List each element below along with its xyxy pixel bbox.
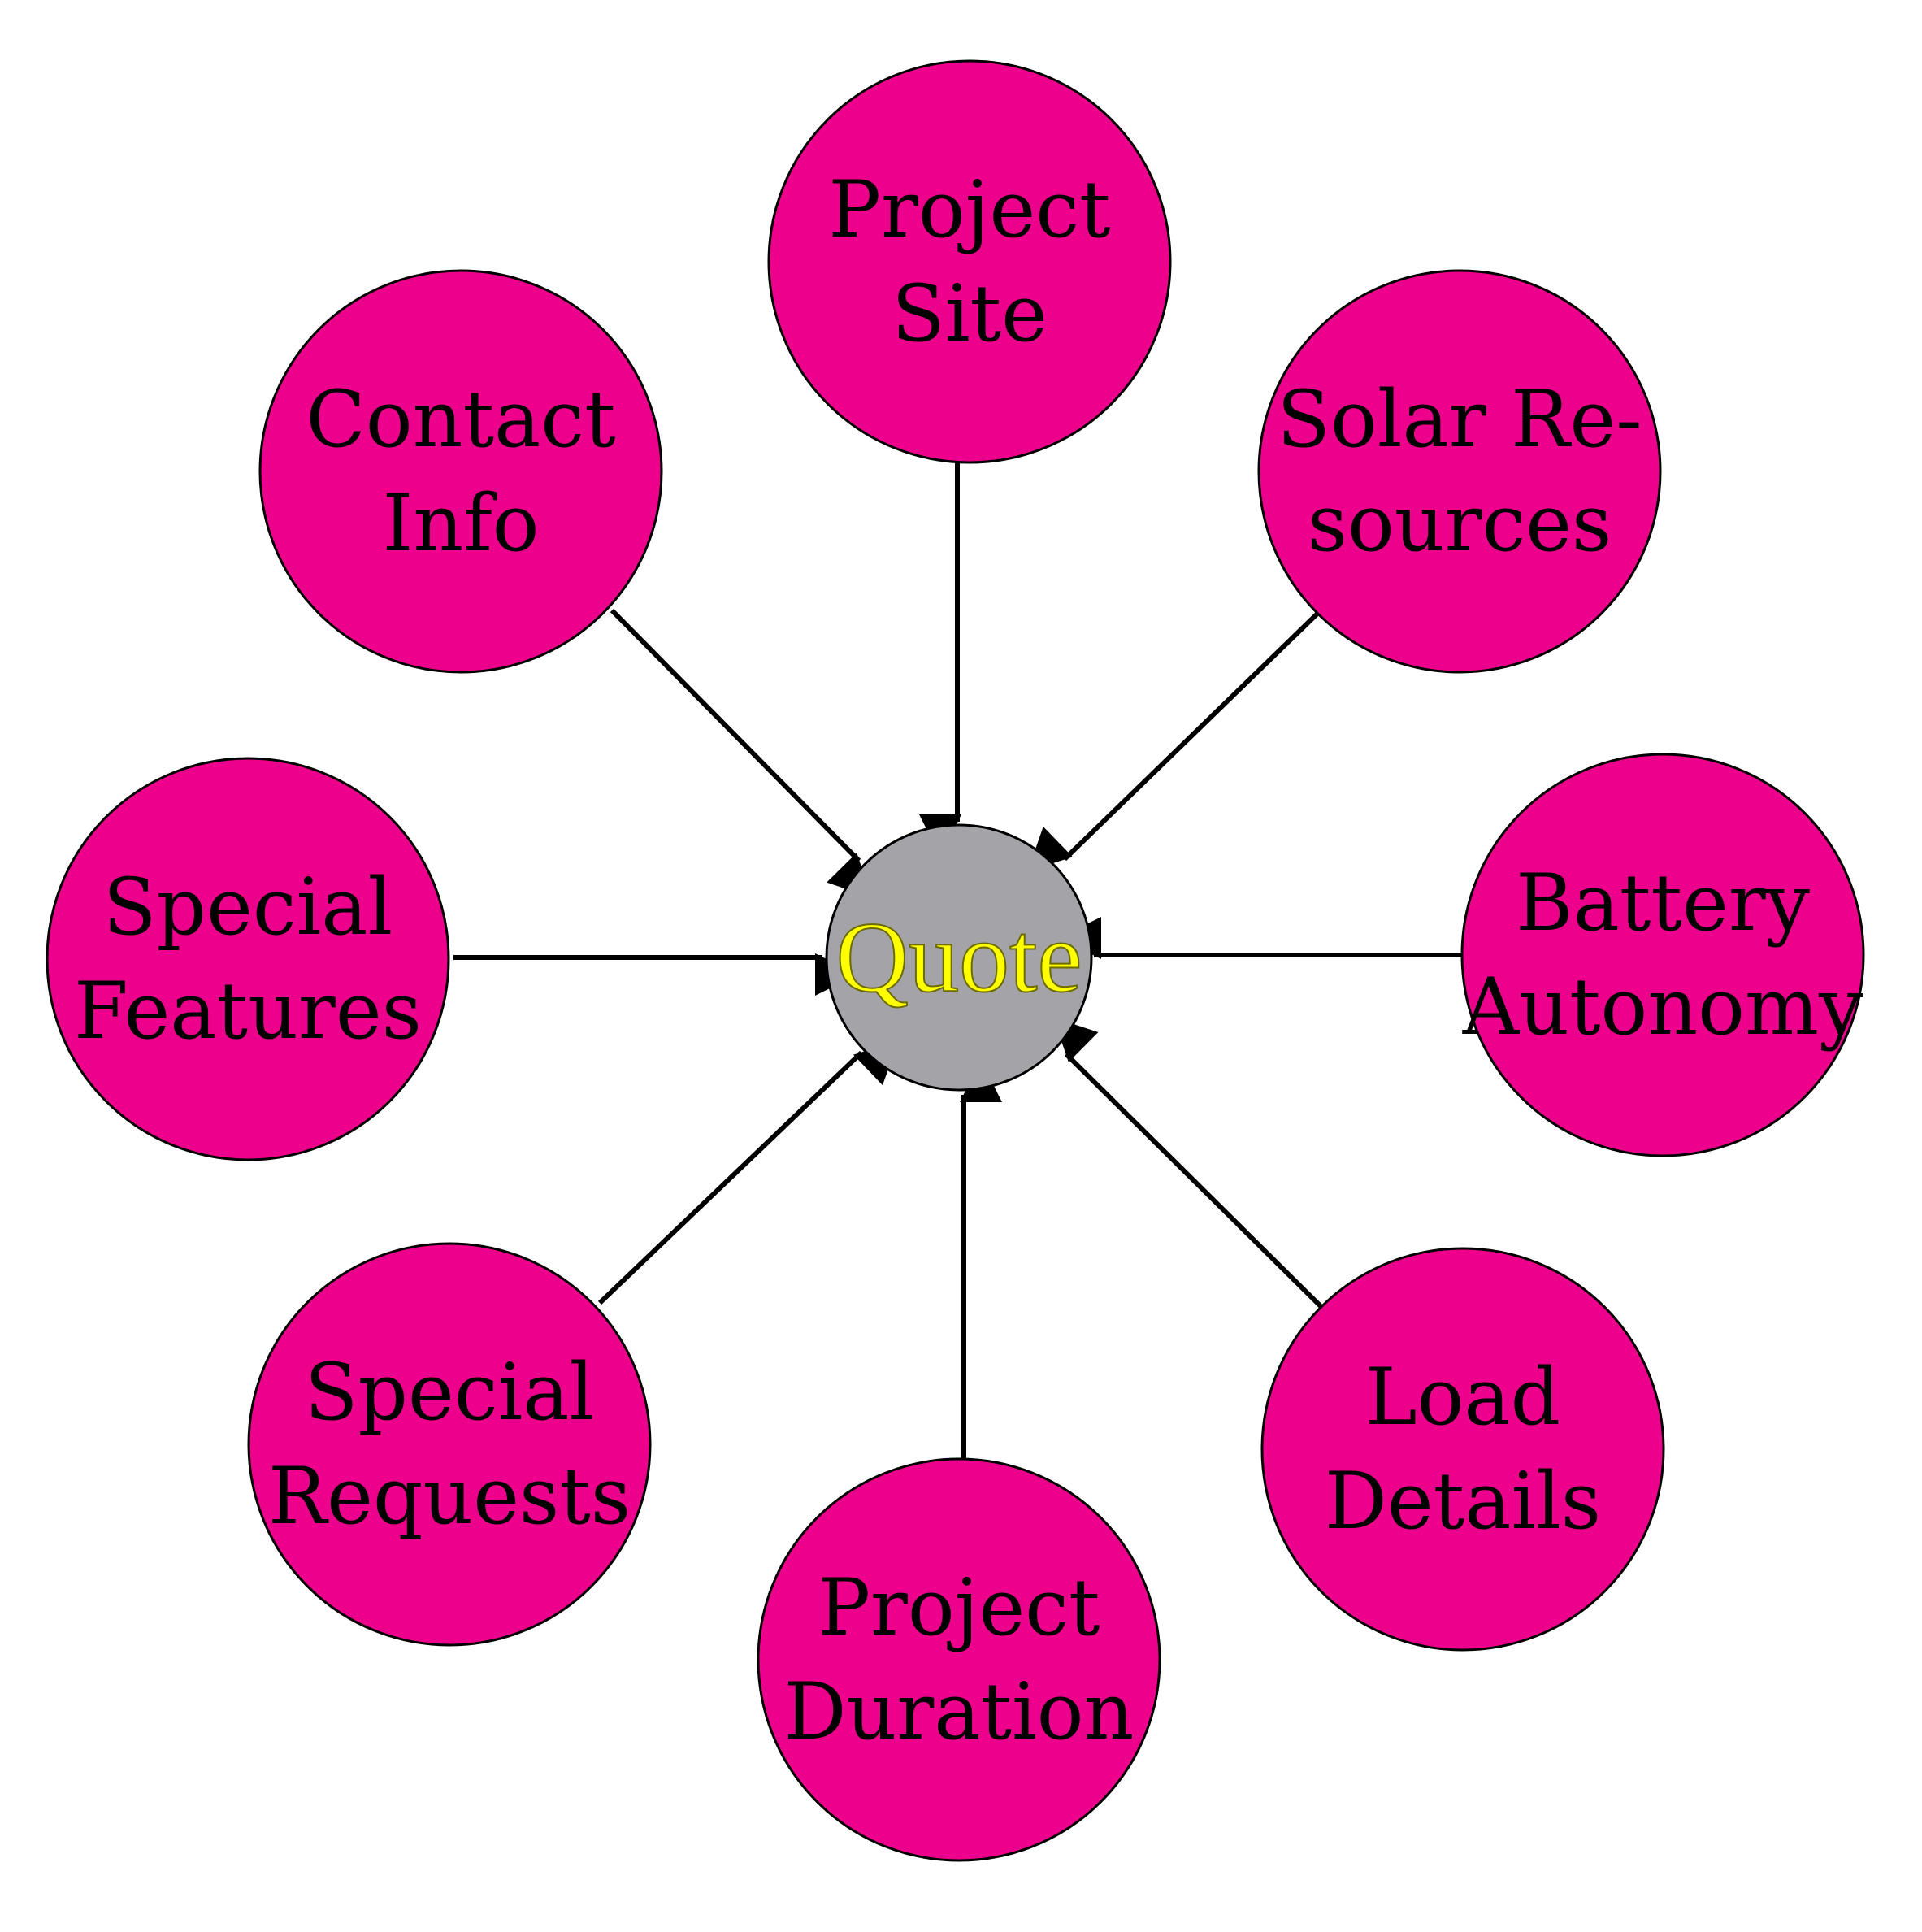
center-label: Quote [835,902,1082,1014]
node-label-battery-autonomy-line-2: Autonomy [1462,962,1863,1053]
node-circle-load-details [1260,1247,1665,1652]
node-label-load-details-line-1: Load [1365,1352,1560,1443]
node-circle-special-features [46,757,450,1161]
node-label-special-features-line-1: Special [103,862,393,953]
center-node: Quote [825,823,1093,1092]
node-label-special-requests-line-1: Special [305,1347,594,1438]
node-label-contact-info-line-1: Contact [306,374,615,465]
node-label-project-site-line-1: Project [828,164,1110,255]
node-label-solar-resources-line-2: sources [1308,478,1612,569]
connectors [453,461,1463,1459]
arrow-special-requests-to-quote [597,1040,899,1305]
node-circle-contact-info [258,269,663,674]
arrow-solar-resources-to-quote [1027,611,1320,871]
node-label-special-requests-line-2: Requests [268,1451,631,1542]
node-circle-solar-resources [1257,269,1662,674]
node-label-project-duration-line-2: Duration [784,1666,1135,1757]
node-label-battery-autonomy-line-1: Battery [1516,857,1810,949]
node-label-project-site-line-2: Site [892,268,1048,359]
node-circle-special-requests [247,1242,652,1647]
node-circle-project-duration [757,1457,1161,1862]
center-circle [825,823,1093,1092]
node-label-special-features-line-2: Features [74,966,422,1057]
node-solar-resources: Solar Re-sources [1257,269,1662,674]
node-label-contact-info-line-2: Info [382,478,539,569]
node-label-load-details-line-2: Details [1325,1456,1601,1547]
node-label-project-duration-line-1: Project [818,1562,1100,1653]
node-label-solar-resources-line-1: Solar Re- [1277,374,1642,465]
node-circle-project-site [767,59,1172,464]
arrow-contact-info-to-quote [610,608,872,898]
arrow-load-details-to-quote [1053,1017,1323,1309]
node-circle-battery-autonomy [1460,753,1865,1157]
